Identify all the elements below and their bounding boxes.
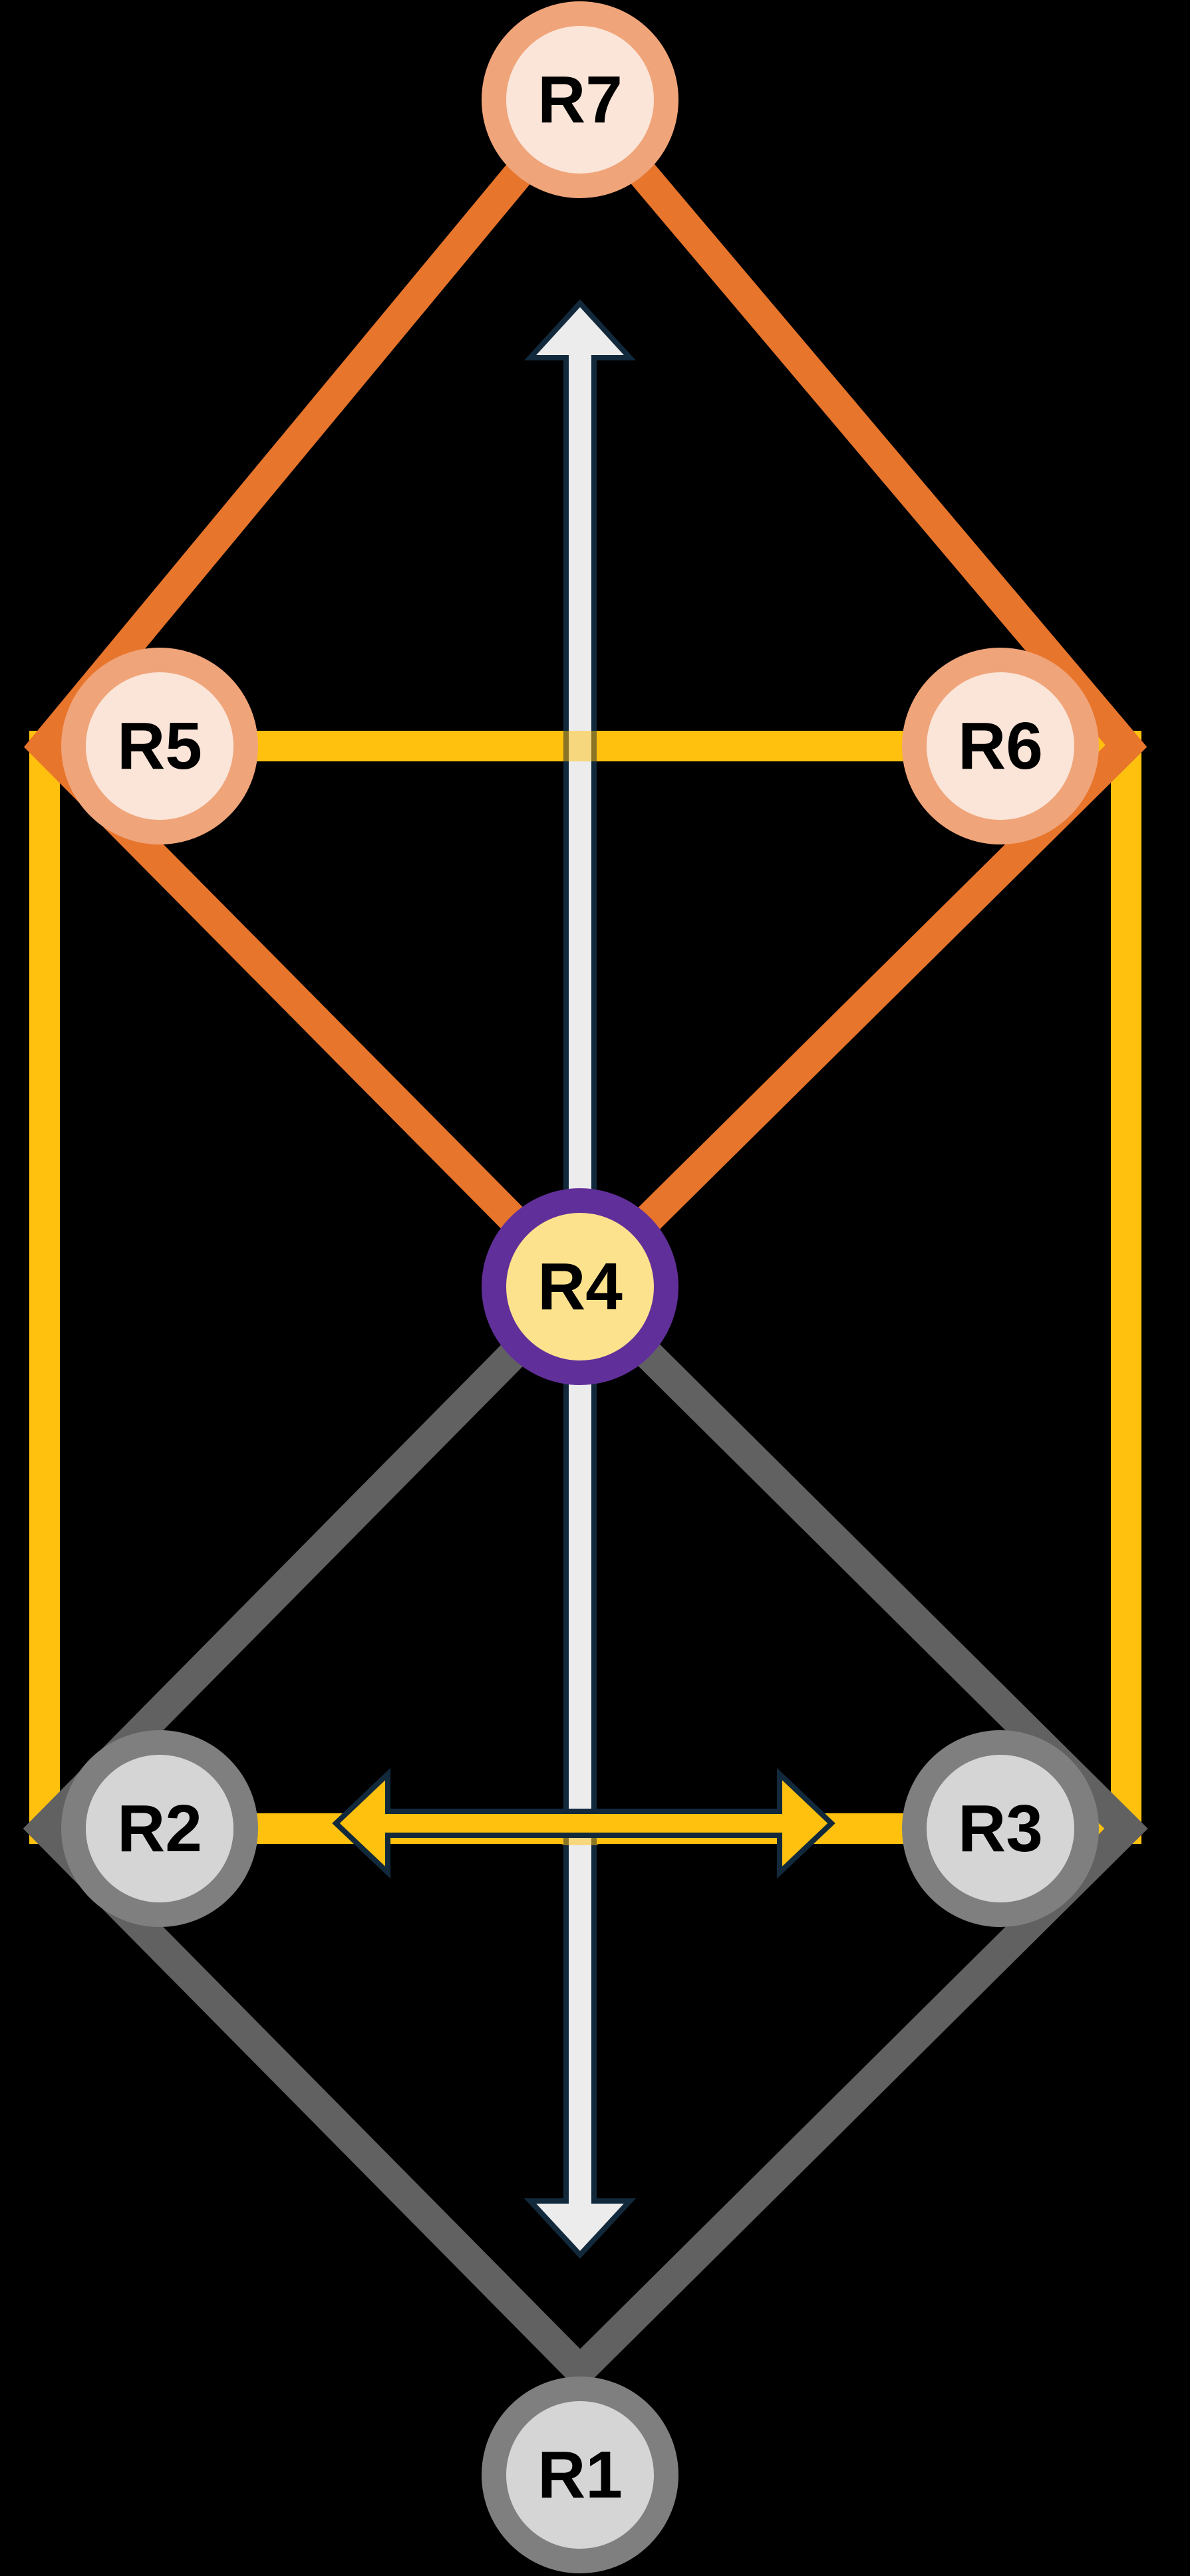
node-r2[interactable]: R2	[61, 1730, 258, 1927]
node-label: R4	[537, 1249, 623, 1324]
node-label: R2	[117, 1791, 202, 1866]
node-r6[interactable]: R6	[902, 648, 1099, 844]
node-r5[interactable]: R5	[61, 648, 258, 844]
node-r7[interactable]: R7	[482, 1, 678, 198]
node-label: R6	[958, 709, 1043, 783]
node-label: R7	[537, 63, 623, 137]
node-label: R1	[537, 2438, 623, 2512]
node-r4[interactable]: R4	[482, 1188, 678, 1385]
node-r1[interactable]: R1	[482, 2377, 678, 2573]
node-r3[interactable]: R3	[902, 1730, 1099, 1927]
node-label: R5	[117, 709, 202, 783]
node-label: R3	[958, 1791, 1043, 1866]
gray-diamond-edge	[23, 1265, 1148, 2392]
yellow-line-over-arrow-tint-top	[562, 731, 598, 761]
horizontal-double-arrow	[332, 1767, 835, 1879]
